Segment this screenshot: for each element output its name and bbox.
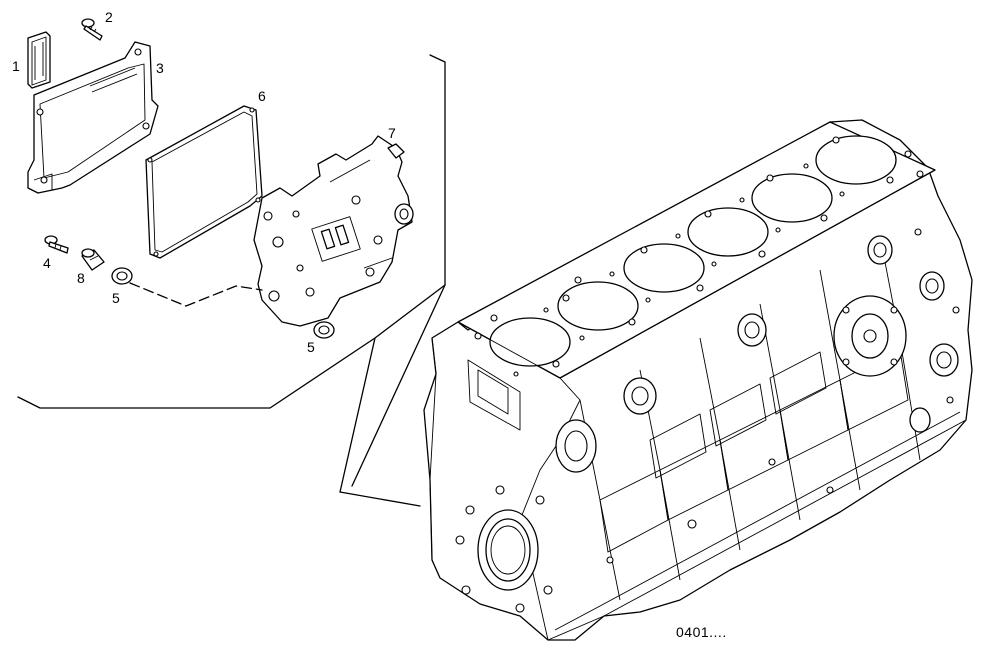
part-2-bolt <box>81 18 103 41</box>
callout-7: 7 <box>388 125 396 141</box>
callout-5-lower: 5 <box>307 339 315 355</box>
callout-4: 4 <box>43 255 51 271</box>
part-1-connector <box>27 31 51 89</box>
assembly-dashed-line <box>129 282 263 307</box>
callout-2: 2 <box>105 9 113 25</box>
callout-labels: 1 2 3 4 5 5 6 7 8 <box>12 9 396 355</box>
detail-inset-frame <box>17 54 446 507</box>
part-8-sensor <box>81 248 105 271</box>
callout-3: 3 <box>156 60 164 76</box>
part-5-plug-lower <box>313 321 335 339</box>
part-7-mounting-plate <box>253 135 414 327</box>
callout-5-upper: 5 <box>112 290 120 306</box>
diagram-reference-code: 0401.... <box>676 624 727 640</box>
part-4-bolt <box>44 235 69 254</box>
callout-8: 8 <box>77 270 85 286</box>
engine-block <box>423 119 973 641</box>
callout-6: 6 <box>258 88 266 104</box>
part-6-gasket <box>145 105 263 259</box>
deck-bolt-holes <box>474 136 924 377</box>
part-3-ecu-housing <box>27 41 159 194</box>
part-5-plug-upper <box>111 267 133 285</box>
callout-1: 1 <box>12 58 20 74</box>
